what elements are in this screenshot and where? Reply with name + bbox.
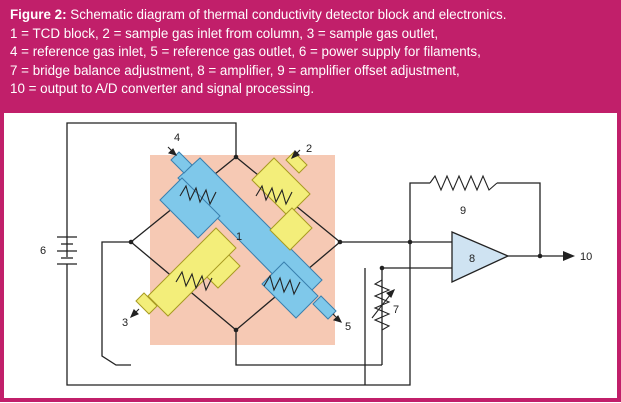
sample-cell: [135, 151, 313, 317]
output-arrow: [563, 251, 575, 261]
figure-caption: Figure 2: Schematic diagram of thermal c…: [10, 6, 615, 99]
label-tcd-block: 1: [236, 231, 242, 243]
caption-text-1: Schematic diagram of thermal conductivit…: [70, 7, 507, 22]
label-power-supply: 6: [40, 245, 46, 257]
bridge-nodes: [128, 154, 543, 333]
gas-ports: [129, 146, 343, 323]
caption-line-2: 1 = TCD block, 2 = sample gas inlet from…: [10, 25, 439, 41]
caption-line-3: 4 = reference gas inlet, 5 = reference g…: [10, 44, 481, 60]
label-reference-outlet: 5: [345, 321, 351, 333]
label-reference-inlet: 4: [174, 132, 180, 144]
caption-line-5: 10 = output to A/D converter and signal …: [10, 81, 315, 97]
diagram-panel: 1 2 3 4 5 6 7 8 9 10: [4, 113, 617, 398]
tcd-schematic: 1 2 3 4 5 6 7 8 9 10: [40, 122, 592, 386]
reference-cell: [159, 151, 337, 320]
label-sample-outlet: 3: [122, 317, 128, 329]
potentiometer-wiper: [371, 288, 396, 319]
caption-line-1: Figure 2: Schematic diagram of thermal c…: [10, 6, 615, 25]
label-sample-inlet: 2: [306, 143, 312, 155]
label-amplifier: 8: [469, 253, 475, 265]
label-amplifier-offset: 9: [460, 205, 466, 217]
figure-label: Figure 2:: [10, 7, 67, 22]
amplifier: [451, 231, 510, 284]
label-output: 10: [580, 251, 592, 263]
label-bridge-balance: 7: [393, 304, 399, 316]
caption-line-4: 7 = bridge balance adjustment, 8 = ampli…: [10, 62, 460, 78]
power-supply: [57, 236, 77, 265]
